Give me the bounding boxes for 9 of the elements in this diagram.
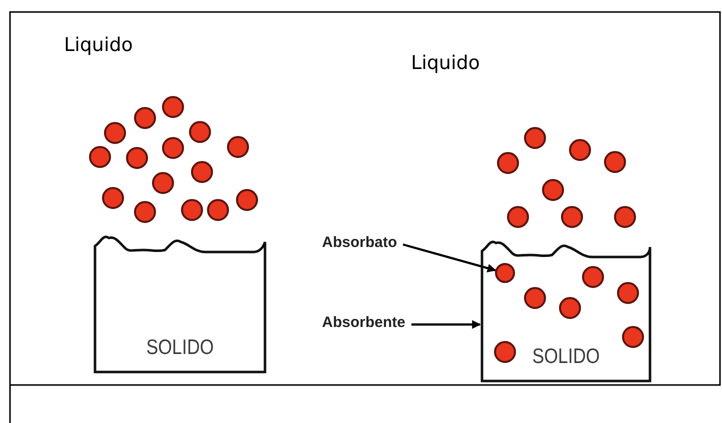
callout-label: Absorbente bbox=[322, 314, 406, 331]
solid-label: SOLIDO bbox=[531, 345, 601, 369]
region-label: Liquido bbox=[64, 34, 133, 56]
arrow bbox=[411, 320, 481, 329]
arrow bbox=[402, 243, 496, 272]
solid-label: SOLIDO bbox=[145, 336, 215, 360]
callout-label: Absorbato bbox=[322, 234, 397, 251]
particle bbox=[495, 263, 515, 283]
region-label: Liquido bbox=[411, 52, 480, 74]
